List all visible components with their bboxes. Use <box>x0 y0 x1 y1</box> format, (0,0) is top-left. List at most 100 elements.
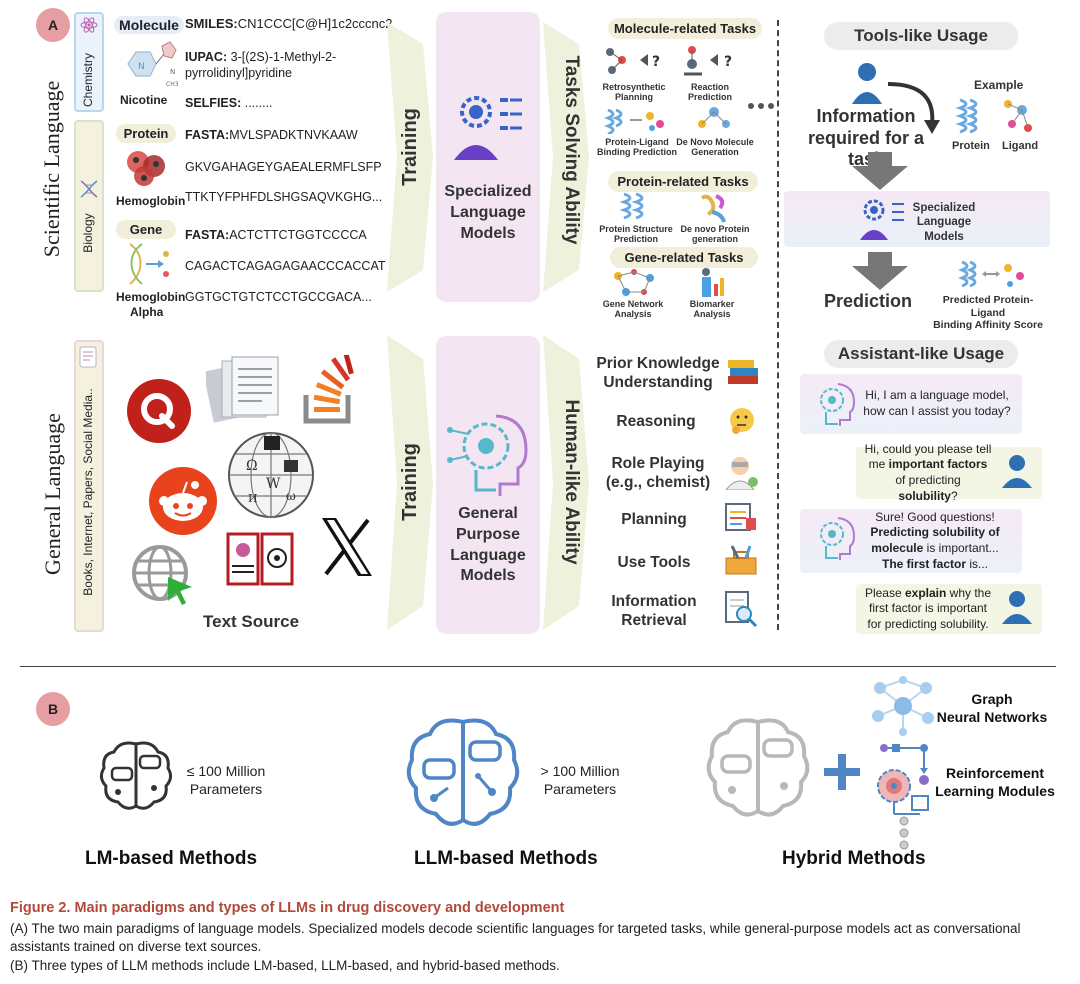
down-arrow-1 <box>852 152 908 190</box>
down-arrow-2 <box>852 252 908 290</box>
svg-text:CH3: CH3 <box>166 81 178 88</box>
general-model-card <box>436 336 540 634</box>
example-protein-icon <box>955 98 986 134</box>
specialized-model-label: Specialized Language Models <box>444 183 532 242</box>
web-globe-icon <box>130 543 194 607</box>
svg-text:Ω: Ω <box>246 458 258 474</box>
lm-methods-label: LM-based Methods <box>85 848 258 869</box>
gene-name-label: Hemoglobin <box>116 290 186 304</box>
graph-network-icon <box>870 676 936 736</box>
books-icon <box>726 356 762 386</box>
role-playing-item: Role Playing(e.g., chemist) <box>605 455 711 492</box>
book-icon <box>226 530 294 588</box>
chemist-icon <box>724 454 760 491</box>
lm-brain-icon <box>98 738 174 814</box>
assistant-usage-title: Assistant-like Usage <box>824 340 1018 368</box>
planning-board-icon <box>724 500 758 532</box>
human-like-label: Human-like Ability <box>561 399 582 565</box>
gene-helix-icon <box>124 242 170 286</box>
more-tasks-dots <box>746 98 776 109</box>
documents-icon <box>203 355 282 423</box>
hemoglobin-label: Hemoglobin <box>116 194 186 208</box>
scientific-language-title: Scientific Language <box>39 80 64 258</box>
use-tools-item: Use Tools <box>617 554 691 571</box>
selfies-line: SELFIES: ........ <box>185 96 273 110</box>
wikipedia-globe-icon: Ω W И ω <box>226 430 316 520</box>
panel-divider <box>20 666 1056 667</box>
protein-fasta-line-2: GKVGAHAGEYGAEALERMFLSFP <box>185 160 382 174</box>
dna-icon <box>78 178 100 200</box>
general-sources-label: Books, Internet, Papers, Social Media.. <box>81 388 95 596</box>
svg-text:N: N <box>170 68 175 76</box>
gene-fasta-line-1: FASTA:ACTCTTCTGGTCCCCA <box>185 228 367 242</box>
gene-name-label-2: Alpha <box>130 305 164 319</box>
example-protein-label: Protein <box>952 140 990 152</box>
iupac-line: IUPAC: 3-[(2S)-1-Methyl-2- <box>185 50 337 64</box>
protein-pill: Protein <box>116 124 176 143</box>
gene-fasta-line-3: GGTGCTGTCTCCTGCCGACA... <box>185 290 372 304</box>
quora-icon <box>126 378 192 444</box>
example-label: Example <box>974 78 1024 92</box>
user-avatar-icon-2 <box>1002 590 1032 624</box>
figure-caption-b: (B) Three types of LLM methods include L… <box>10 958 560 973</box>
hybrid-brain-icon <box>704 714 812 822</box>
document-icon <box>79 346 97 368</box>
more-modules-dots <box>897 816 911 850</box>
user-avatar-icon <box>852 62 882 104</box>
assistant-avatar-icon-2 <box>812 514 856 562</box>
protein-fasta-line-3: TTKTYFPHFDLSHGSAQVKGHG... <box>185 190 383 204</box>
gene-tasks-title: Gene-related Tasks <box>610 247 758 268</box>
chemistry-label: Chemistry <box>81 53 95 108</box>
llm-brain-icon <box>404 714 522 832</box>
molecule-tasks-title: Molecule-related Tasks <box>608 18 762 39</box>
molecule-pill: Molecule <box>114 16 184 34</box>
assistant-avatar-icon <box>812 380 856 428</box>
example-ligand-label: Ligand <box>1002 140 1039 152</box>
biology-sidebar <box>74 120 104 292</box>
protein-tasks-title: Protein-related Tasks <box>608 171 758 192</box>
hemoglobin-icon <box>122 146 170 190</box>
tools-specialist-icon <box>858 198 906 242</box>
svg-text:И: И <box>248 492 258 505</box>
toolbox-icon <box>724 544 758 576</box>
panel-a-label: A <box>36 8 70 42</box>
biology-label: Biology <box>81 213 95 253</box>
figure-caption-a: (A) The two main paradigms of language m… <box>10 921 1021 954</box>
training-top-arrow <box>387 22 433 292</box>
general-language-title: General Language <box>40 413 65 575</box>
training-bottom-arrow <box>387 335 433 630</box>
reasoning-item: Reasoning <box>616 413 696 430</box>
specialist-icon <box>452 90 524 166</box>
svg-text:N: N <box>138 62 145 72</box>
llm-methods-label: LLM-based Methods <box>414 848 598 869</box>
planning-item: Planning <box>621 511 687 528</box>
protein-ligand-icon <box>603 106 668 136</box>
reaction-icon: ? <box>680 42 744 80</box>
general-sources-sidebar <box>74 340 104 632</box>
chemistry-sidebar <box>74 12 104 112</box>
predicted-binding-icon <box>957 258 1030 292</box>
stack-overflow-icon <box>300 351 360 425</box>
reddit-icon <box>147 465 219 537</box>
ai-brain-head-icon <box>446 410 530 500</box>
human-like-arrow <box>543 335 589 630</box>
user-message-2: Please explain why the first factor is i… <box>856 584 1042 634</box>
hybrid-methods-label: Hybrid Methods <box>782 848 926 869</box>
protein-structure-icon <box>619 192 652 222</box>
protein-fasta-line-1: FASTA:MVLSPADKTNVKAAW <box>185 128 358 142</box>
nicotine-structure-icon: N N CH3 <box>118 38 179 90</box>
training-top-label: Training <box>399 108 421 186</box>
retrosynthesis-icon: ? <box>600 42 664 80</box>
